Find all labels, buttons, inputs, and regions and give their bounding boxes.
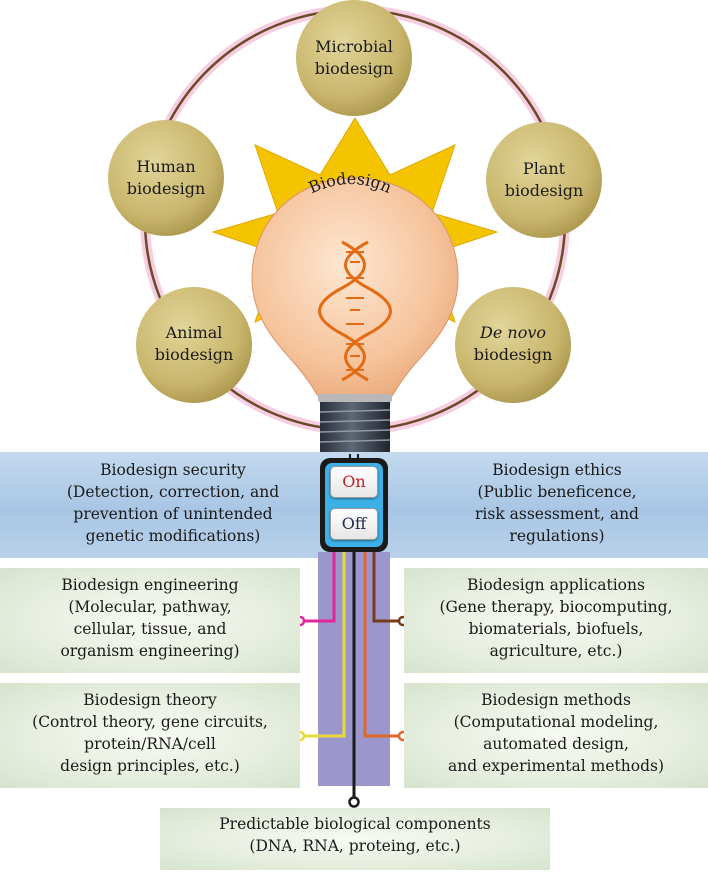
theory-panel: Biodesign theory (Control theory, gene c…	[0, 683, 300, 788]
bulb-socket	[318, 394, 392, 454]
wire-applications	[372, 552, 403, 623]
circle-human	[108, 120, 224, 236]
switch-off-button[interactable]: Off	[330, 508, 378, 540]
ethics-text: Biodesign ethics (Public beneficence, ri…	[475, 461, 639, 545]
wire-engineering	[300, 552, 336, 623]
circle-label-microbial: Microbial biodesign	[314, 37, 394, 78]
circle-plant	[486, 122, 602, 238]
wire-theory	[300, 552, 346, 738]
engineering-panel: Biodesign engineering (Molecular, pathwa…	[0, 568, 300, 673]
dna-helix	[318, 240, 392, 382]
switch-on-button[interactable]: On	[330, 466, 378, 498]
methods-panel: Biodesign methods (Computational modelin…	[404, 683, 708, 788]
circle-label-plant: Plant biodesign	[504, 159, 584, 200]
circle-label-animal: Animal biodesign	[154, 323, 234, 364]
applications-panel: Biodesign applications (Gene therapy, bi…	[404, 568, 708, 673]
circle-label-human: Human biodesign	[126, 157, 206, 198]
circle-microbial	[296, 0, 412, 116]
circle-animal	[136, 287, 252, 403]
circle-denovo	[455, 287, 571, 403]
security-text: Biodesign security (Detection, correctio…	[66, 461, 280, 545]
components-panel: Predictable biological components (DNA, …	[160, 808, 550, 870]
node-components	[348, 796, 360, 808]
circle-label-denovo: De novo biodesign	[473, 323, 553, 364]
wire-methods	[363, 552, 403, 738]
